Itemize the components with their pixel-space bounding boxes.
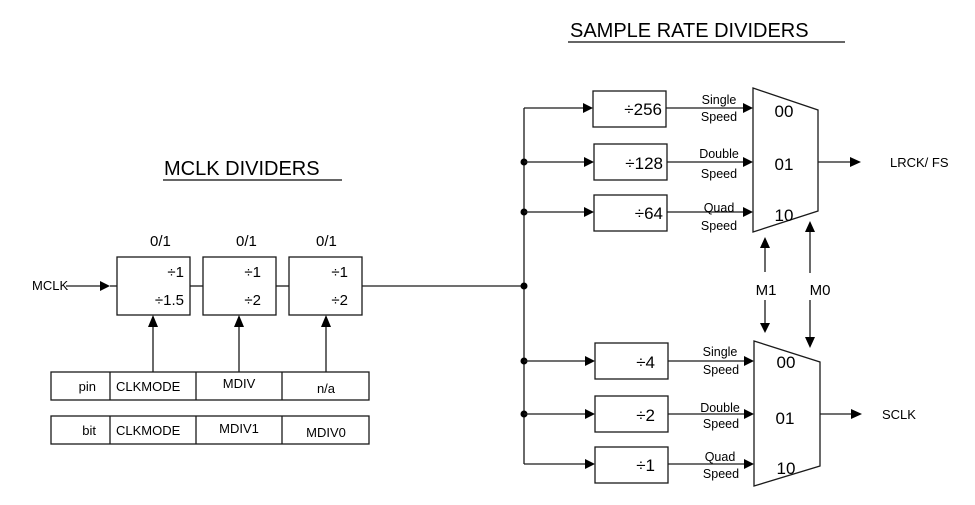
speed-label-line2: Speed [701,110,737,124]
mux-input-label: 10 [775,206,794,225]
speed-arrow [744,459,754,469]
m1-arrow-down [760,323,770,333]
lrck-divider-64 [593,194,668,232]
mclk-divider-1: 0/1 ÷1 ÷1.5 [116,233,191,316]
bit-row: bit CLKMODE MDIV1 MDIV0 [50,415,370,445]
branch-arrow [584,157,594,167]
mux-input-label: 10 [777,459,796,478]
speed-arrow [743,103,753,113]
m0-label: M0 [810,282,831,299]
branch-arrow [585,356,595,366]
mode-select: M1 M0 [756,221,831,348]
divider-option-top: ÷1 [244,264,261,281]
speed-arrow [744,409,754,419]
bit-row-cell: CLKMODE [116,423,181,438]
branch-arrow [583,103,593,113]
bit-row-cell: MDIV0 [306,425,346,440]
pin-row-cell: CLKMODE [116,379,181,394]
speed-label-line2: Speed [703,467,739,481]
divider-ratio: ÷64 [635,204,663,223]
sample-rate-title-text: SAMPLE RATE DIVIDERS [570,20,809,42]
m0-arrow-up [805,221,815,232]
divider-option-bottom: ÷2 [331,292,348,309]
mclk-title: MCLK DIVIDERS [163,158,342,181]
pin-row-cell: n/a [317,381,336,396]
speed-arrow [743,157,753,167]
lrck-divider-128 [593,143,668,181]
control-arrow-3 [321,315,331,327]
pin-row: pin CLKMODE MDIV n/a [50,371,370,401]
speed-label-line1: Quad [705,450,736,464]
mclk-divider-2: 0/1 ÷1 ÷2 [202,233,277,316]
control-arrow-2 [234,315,244,327]
mclk-input-arrow [100,281,110,291]
speed-label-line1: Quad [704,201,735,215]
speed-label-line1: Double [699,147,739,161]
mux-input-label: 00 [775,102,794,121]
bit-row-cell: MDIV1 [219,421,259,436]
m1-arrow-up [760,237,770,248]
sample-rate-title: SAMPLE RATE DIVIDERS [568,20,845,43]
divider-select-label: 0/1 [150,233,171,250]
divider-ratio: ÷2 [636,406,655,425]
divider-ratio: ÷4 [636,353,655,372]
sclk-divider-2 [594,395,669,433]
divider-ratio: ÷1 [636,456,655,475]
sclk-output-label: SCLK [882,407,916,422]
pin-row-frame [50,371,370,401]
bit-row-frame [50,415,370,445]
divider-ratio: ÷256 [624,100,662,119]
m0-arrow-down [805,337,815,348]
speed-label-line1: Double [700,401,740,415]
branch-arrow [585,459,595,469]
divider-option-bottom: ÷1.5 [155,292,184,309]
control-arrow-1 [148,315,158,327]
speed-label-line1: Single [703,345,738,359]
sclk-mux [753,340,821,487]
lrck-divider-256 [592,90,667,128]
divider-box [288,256,363,316]
pin-row-cell: MDIV [223,376,256,391]
divider-option-top: ÷1 [331,264,348,281]
lrck-output-label: LRCK/ FS [890,155,949,170]
sclk-divider-4 [594,342,669,380]
branch-arrow [584,207,594,217]
mclk-divider-3: 0/1 ÷1 ÷2 [288,233,363,316]
m1-label: M1 [756,282,777,299]
divider-select-label: 0/1 [316,233,337,250]
pin-row-header: pin [79,379,96,394]
speed-label-line2: Speed [701,167,737,181]
sclk-divider-1 [594,446,669,484]
divider-option-top: ÷1 [167,264,184,281]
divider-box [202,256,277,316]
mux-output-arrow [850,157,861,167]
mux-output-arrow [851,409,862,419]
mclk-input-label: MCLK [32,278,68,293]
mux-input-label: 01 [776,409,795,428]
mclk-title-text: MCLK DIVIDERS [164,158,320,180]
speed-label-line1: Single [702,93,737,107]
speed-label-line2: Speed [703,363,739,377]
divider-option-bottom: ÷2 [244,292,261,309]
divider-box [116,256,191,316]
branch-arrow [585,409,595,419]
sclk-path: ÷4 Single Speed ÷2 Double Speed ÷1 Quad … [520,340,916,487]
divider-select-label: 0/1 [236,233,257,250]
lrck-path: ÷256 Single Speed ÷128 Double Speed ÷64 … [520,87,949,233]
speed-arrow [744,356,754,366]
bit-row-header: bit [82,423,96,438]
mux-input-label: 01 [775,155,794,174]
mux-input-label: 00 [777,353,796,372]
speed-label-line2: Speed [701,219,737,233]
bus-junction [520,282,528,290]
lrck-mux [752,87,819,233]
speed-arrow [743,207,753,217]
speed-label-line2: Speed [703,417,739,431]
divider-ratio: ÷128 [625,154,663,173]
